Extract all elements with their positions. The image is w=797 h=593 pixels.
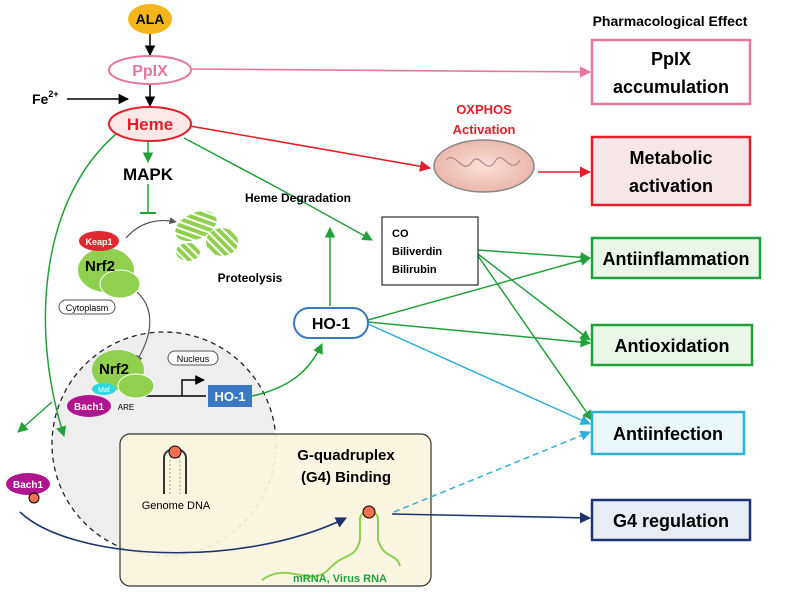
ho1-protein-label: HO-1 [312, 316, 350, 333]
effect-box-antioxidation: Antioxidation [590, 323, 754, 367]
arrow-g4-regulation [391, 512, 592, 524]
arrow-ho1-antioxidation [367, 321, 592, 348]
effect-label: Antiinfection [613, 424, 723, 444]
effect-label: Antioxidation [615, 336, 730, 356]
pplx-label: PpIX [132, 63, 168, 80]
keap1-label: Keap1 [85, 237, 112, 247]
cytoplasm-tag [58, 299, 116, 315]
oxphos-label-1: OXPHOS [456, 102, 512, 117]
effect-box-antiinflammation: Antiinflammation [590, 236, 762, 280]
heme-label: Heme [127, 115, 173, 134]
effect-label: accumulation [613, 77, 729, 97]
g4-binding-box [119, 433, 432, 587]
arrow-products-antiinflammation [477, 249, 592, 263]
nrf2-top-label: Nrf2 [85, 258, 115, 275]
effect-box-frame [590, 498, 752, 542]
nrf2-nucleus-label: Nrf2 [99, 361, 129, 378]
effect-label: activation [629, 176, 713, 196]
arrow-heme-oxphos [189, 125, 432, 172]
bach1-free-label: Bach1 [13, 480, 43, 491]
arrow-pplx-accumulation [191, 66, 592, 78]
effect-box-frame [590, 135, 752, 207]
nucleus-label: Nucleus [177, 354, 210, 364]
arrow-nrf2-proteolysis [125, 217, 177, 239]
cytoplasm-label: Cytoplasm [66, 303, 109, 313]
fe-label: Fe2+ [32, 89, 59, 107]
arrow-products-antiinfection [477, 255, 593, 421]
mitochondrion-icon [433, 139, 535, 193]
effect-box-pplx-accumulation: PpIX accumulation [590, 38, 752, 106]
maf-label: Maf [98, 387, 110, 394]
effect-box-g4-regulation: G4 regulation [590, 498, 752, 542]
mapk-label: MAPK [123, 165, 174, 184]
g4-title-2: (G4) Binding [301, 469, 391, 486]
effect-label: G4 regulation [613, 511, 729, 531]
arrow-gene-protein [251, 343, 323, 397]
effect-label: Metabolic [629, 148, 712, 168]
ho1-gene-label: HO-1 [214, 389, 245, 404]
nucleus-tag [167, 350, 219, 366]
product-bilirubin: Bilirubin [392, 264, 437, 276]
promoter-arrow [181, 375, 205, 396]
effect-box-frame [590, 323, 754, 367]
arrow-bach1-release [17, 401, 53, 433]
heme-degradation-label: Heme Degradation [245, 191, 351, 205]
arrow-g4-antiinfection [393, 430, 591, 513]
products-box [381, 216, 479, 286]
effect-box-frame [590, 410, 746, 456]
rna-label: mRNA, Virus RNA [293, 573, 387, 585]
arrow-products-antioxidation [477, 253, 591, 341]
effect-title: Pharmacological Effect [593, 13, 748, 29]
arrow-nrf2-translocation [131, 287, 151, 363]
ala-label: ALA [136, 11, 165, 27]
heme-bound-icon [28, 492, 40, 504]
effect-label: Antiinflammation [603, 249, 750, 269]
proteolysis-fragments-icon [175, 210, 238, 261]
genome-dna-label: Genome DNA [142, 500, 211, 512]
oxphos-label-2: Activation [453, 122, 516, 137]
effect-label: PpIX [651, 49, 691, 69]
effect-box-metabolic-activation: Metabolic activation [590, 135, 752, 207]
ala-node [128, 4, 172, 34]
bach1-nucleus-node [67, 395, 111, 417]
arrow-ho1-antiinfection [367, 323, 591, 425]
keap1-node [79, 231, 119, 251]
rna-g4-icon [261, 505, 401, 581]
heme-node [108, 106, 192, 142]
bach1-free-node [6, 473, 50, 495]
proteolysis-label: Proteolysis [218, 271, 283, 285]
effect-box-frame [590, 38, 752, 106]
arrow-ho1-antiinflammation [367, 255, 592, 321]
bach1-nucleus-label: Bach1 [74, 402, 104, 413]
effect-box-frame [590, 236, 762, 280]
genome-dna-g4-icon [163, 445, 187, 494]
g4-title-1: G-quadruplex [297, 447, 395, 464]
nrf2-cytoplasm-node-2 [99, 269, 141, 299]
nrf2-nucleus-node-2 [117, 373, 155, 399]
are-label: ARE [118, 403, 134, 412]
arrow-heme-degradation [183, 137, 373, 241]
arrow-heme-bach1 [44, 133, 117, 437]
ho1-gene-box [208, 385, 252, 407]
product-biliverdin: Biliverdin [392, 246, 442, 258]
product-co: CO [392, 228, 409, 240]
maf-node [92, 383, 116, 395]
arrow-bach1-g4 [19, 511, 348, 554]
pplx-node [108, 55, 192, 85]
effect-box-antiinfection: Antiinfection [590, 410, 746, 456]
ho1-protein-node [293, 307, 369, 339]
